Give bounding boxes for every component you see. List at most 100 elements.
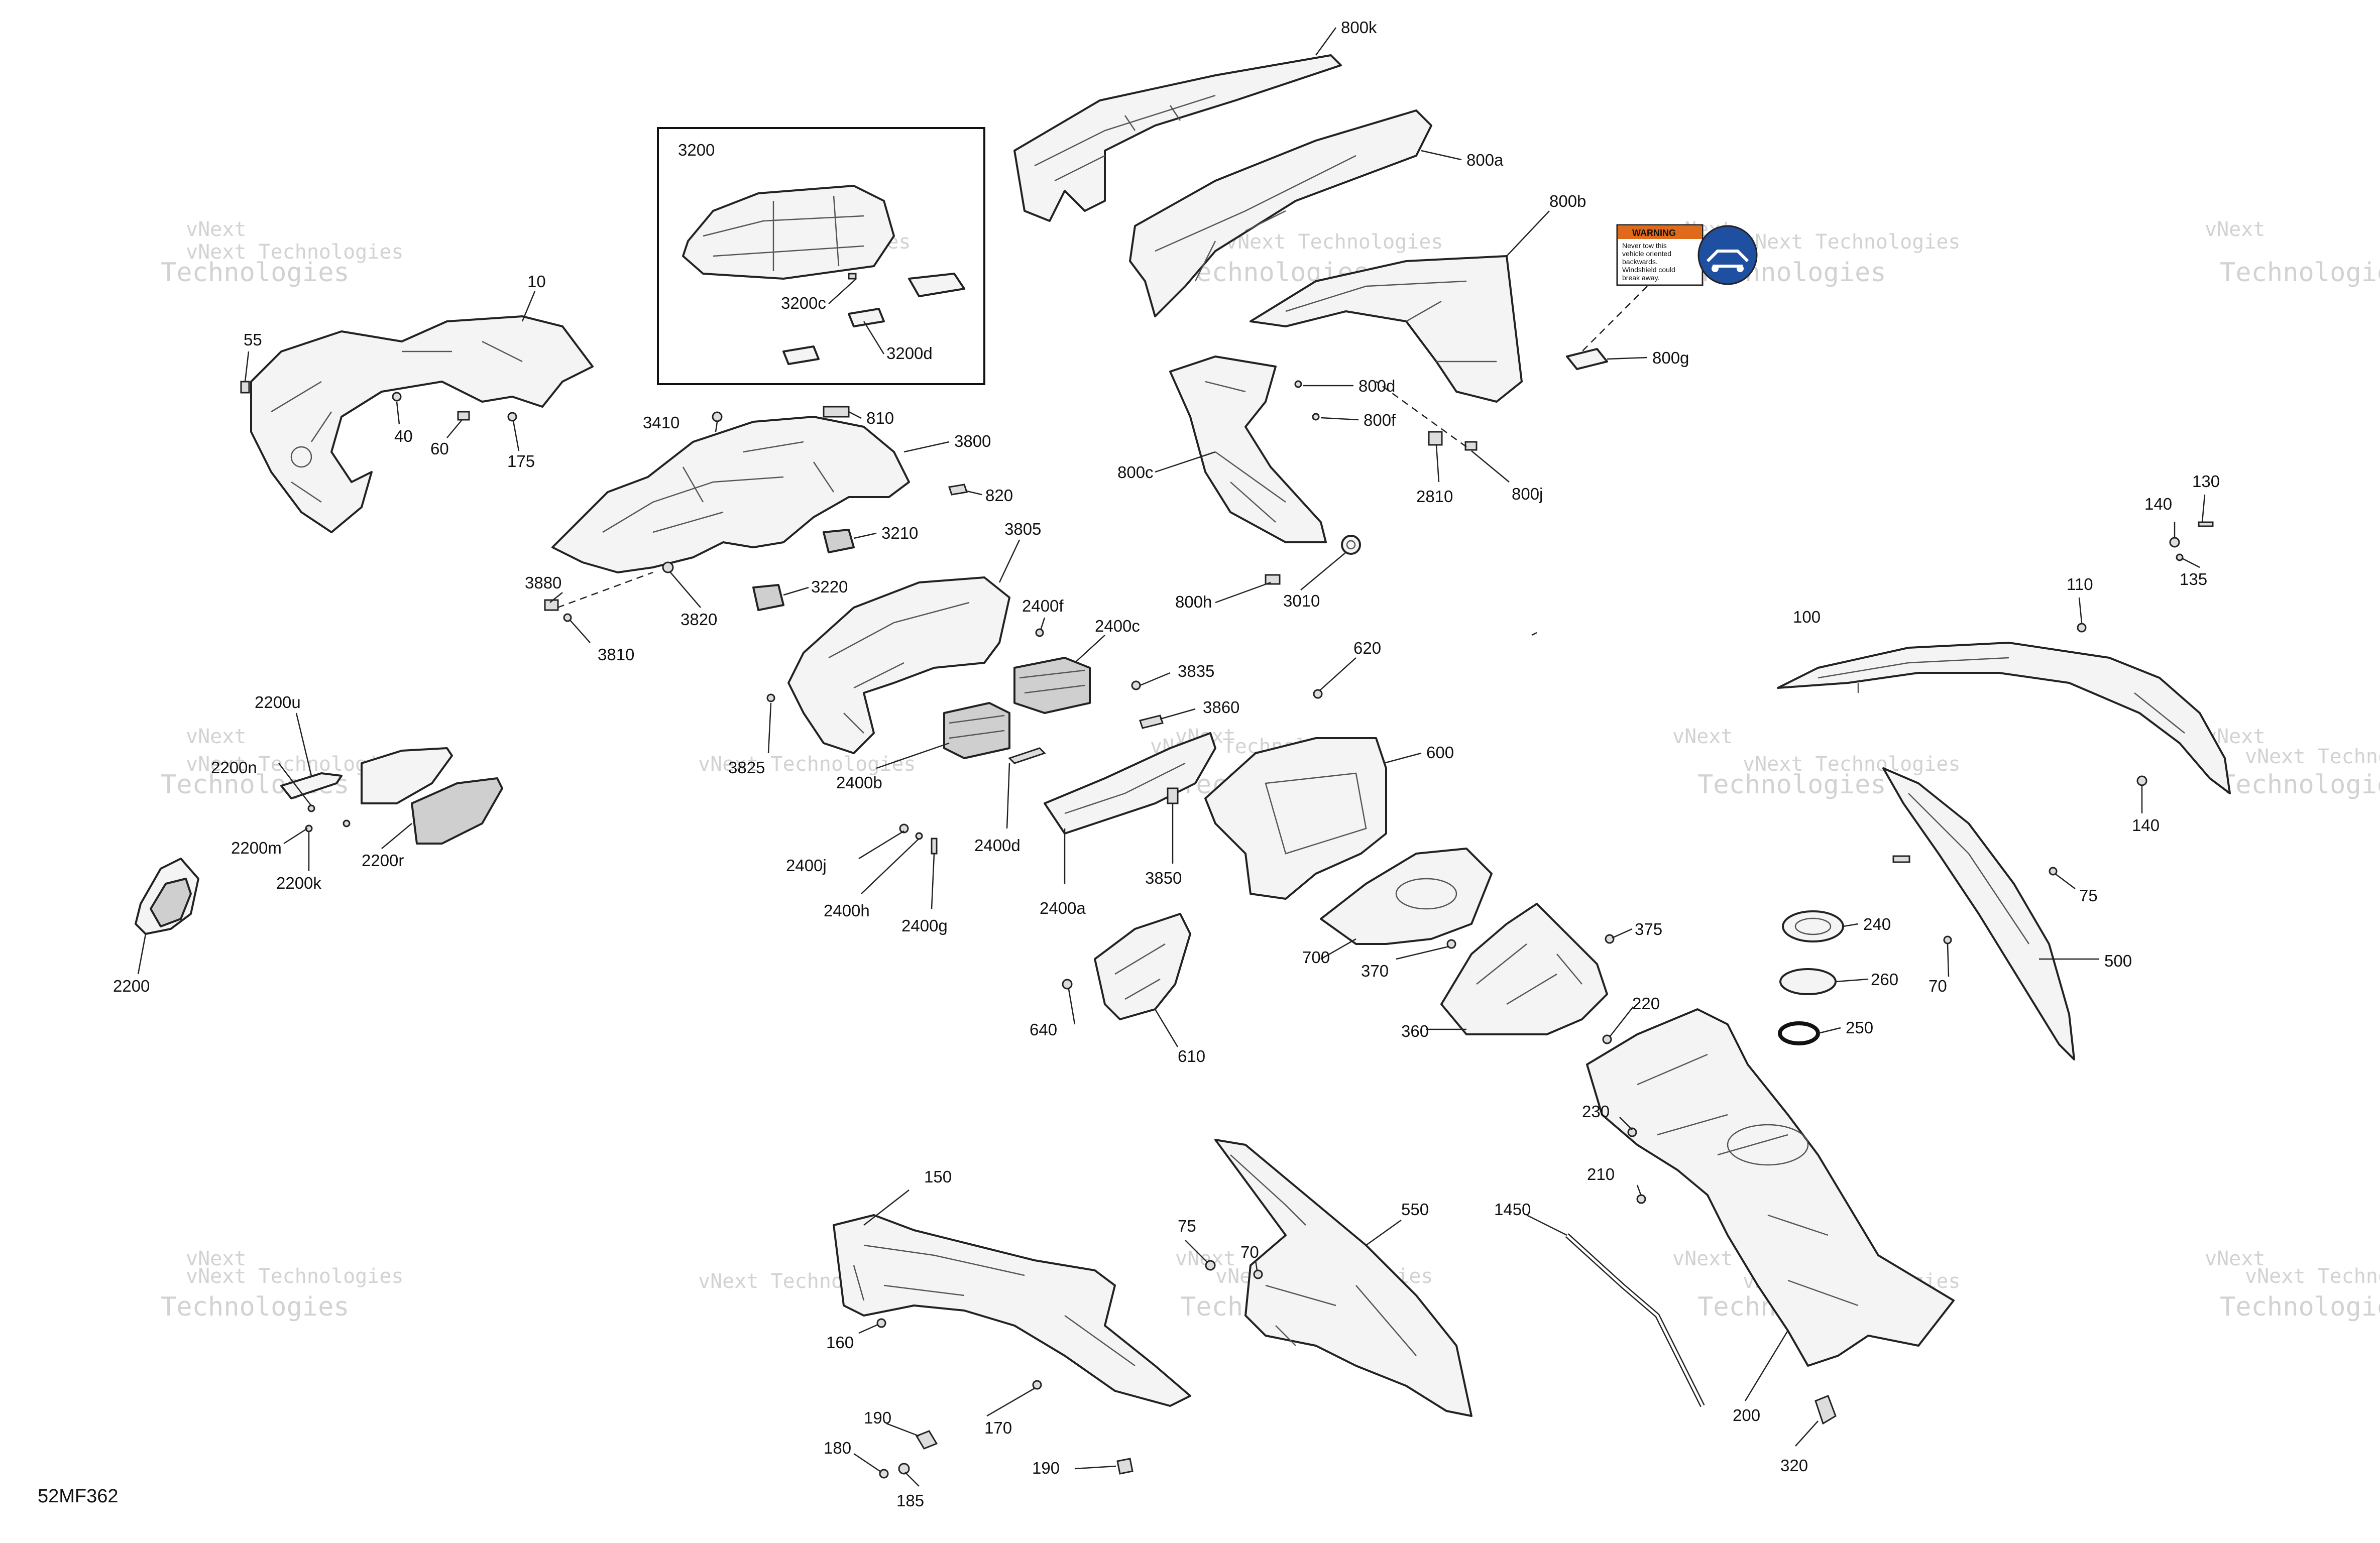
part-240	[1782, 910, 1844, 942]
part-135	[2176, 553, 2184, 561]
part-3210	[823, 529, 855, 553]
part-2400c	[1013, 657, 1091, 714]
part-800a-detail	[1155, 155, 1356, 282]
watermark-combined: vNext Technologies	[2245, 1265, 2380, 1288]
watermark-combined: vNext Technologies	[1225, 230, 1443, 254]
callout-label: 135	[2180, 570, 2207, 588]
part-2400c-detail	[1019, 669, 1085, 694]
callout-label: 10	[527, 272, 546, 291]
part-230	[1627, 1127, 1637, 1137]
part-60	[457, 411, 470, 421]
callout-label: 2400d	[974, 836, 1021, 855]
watermark-line1: vNext	[1672, 725, 1733, 748]
part-2400j	[899, 823, 909, 834]
callout-label: 260	[1871, 970, 1898, 989]
part-3805-detail	[828, 602, 970, 734]
callout-label: 60	[430, 439, 449, 458]
part-150-detail	[853, 1244, 1136, 1367]
callout-label: 2400g	[901, 916, 948, 935]
callout-label: 175	[507, 452, 535, 470]
part-100-detail	[1818, 657, 2185, 734]
warning-decal-line: vehicle oriented	[1622, 250, 1671, 258]
callout-label: 3210	[881, 524, 918, 542]
callout-label: 800k	[1341, 18, 1377, 37]
callout-label: 2200	[113, 977, 150, 995]
callout-label: 55	[244, 330, 262, 349]
part-3825	[766, 693, 775, 702]
part-250	[1778, 1021, 1820, 1045]
callout-label: 320	[1780, 1456, 1808, 1475]
part-190	[1116, 1458, 1134, 1475]
part-620	[1313, 689, 1323, 699]
callout-label: 185	[896, 1491, 924, 1510]
part-800g	[1566, 348, 1608, 370]
part-2200n	[307, 804, 315, 812]
callout-label: 75	[2079, 886, 2098, 905]
callout-label: 3220	[811, 577, 848, 596]
callout-label: 640	[1030, 1020, 1057, 1039]
callout-label: 2400b	[836, 773, 882, 792]
leader-lines	[137, 27, 2206, 1487]
callout-label: 820	[985, 486, 1013, 505]
part-140	[2136, 775, 2147, 786]
part-800c	[1169, 355, 1327, 543]
part-3850	[1167, 787, 1179, 804]
warning-decal: WARNING Never tow this vehicle oriented …	[1616, 224, 1758, 286]
tow-prohibited-icon	[1697, 225, 1758, 285]
part-210	[1636, 1194, 1646, 1204]
part-3200c	[848, 273, 857, 280]
part-500	[1882, 767, 2075, 1060]
inset-box-3200	[657, 127, 985, 385]
part-700	[1320, 848, 1493, 945]
part-640	[1062, 979, 1073, 990]
callout-label: 100	[1793, 608, 1821, 626]
callout-label: 800b	[1549, 192, 1586, 210]
part-800j	[1464, 441, 1478, 451]
part-200	[1586, 1008, 1955, 1367]
callout-label: 800j	[1512, 485, 1543, 503]
part-2400b	[943, 702, 1010, 759]
part-2400a-detail	[1064, 762, 1186, 814]
part-2400g	[931, 838, 938, 855]
part-10-detail	[271, 340, 523, 503]
part-190	[915, 1430, 938, 1450]
part-75	[2049, 867, 2058, 876]
part-3800	[551, 416, 910, 573]
part-240-inner	[1794, 917, 1832, 935]
callout-label: 600	[1426, 743, 1454, 762]
part-2200-glass	[150, 878, 192, 927]
part-170	[1032, 1380, 1042, 1390]
callout-label: 610	[1178, 1047, 1205, 1065]
callout-label: 2400c	[1095, 617, 1140, 635]
part-610-detail	[1114, 943, 1166, 1000]
callout-label: 800a	[1466, 151, 1504, 169]
callout-label: 240	[1863, 915, 1891, 933]
part-800h	[1265, 574, 1281, 585]
part-3800-detail	[602, 441, 835, 533]
part-800b	[1250, 255, 1523, 403]
part-10	[250, 315, 594, 533]
part-610	[1094, 913, 1191, 1020]
part-3880	[544, 599, 559, 611]
part-3200-detail	[703, 195, 864, 271]
part-260	[1779, 968, 1837, 995]
part-800c-detail	[1205, 381, 1286, 523]
callout-label: 800h	[1175, 592, 1212, 611]
callout-label: 800c	[1117, 463, 1154, 482]
part-360	[1440, 903, 1608, 1035]
watermark-combined: vNext Technologies	[2245, 745, 2380, 768]
part-220	[1602, 1034, 1612, 1044]
watermark-combined: vNext Technologies	[698, 753, 916, 776]
part-3200-latch	[908, 273, 965, 297]
watermark-line2: Technologies	[161, 1292, 350, 1322]
callout-label: 3200c	[781, 294, 826, 312]
watermark-line1: vNext	[2205, 218, 2265, 241]
part-3200d-b	[782, 345, 820, 365]
part-800k-detail	[1034, 94, 1216, 182]
watermark-line2: Technologies	[2220, 258, 2380, 288]
part-3010	[1341, 535, 1361, 555]
callout-label: 2400h	[824, 901, 870, 920]
warning-decal-line: break away.	[1622, 274, 1659, 282]
part-70	[1253, 1269, 1263, 1279]
callout-label: 3010	[1283, 591, 1320, 610]
